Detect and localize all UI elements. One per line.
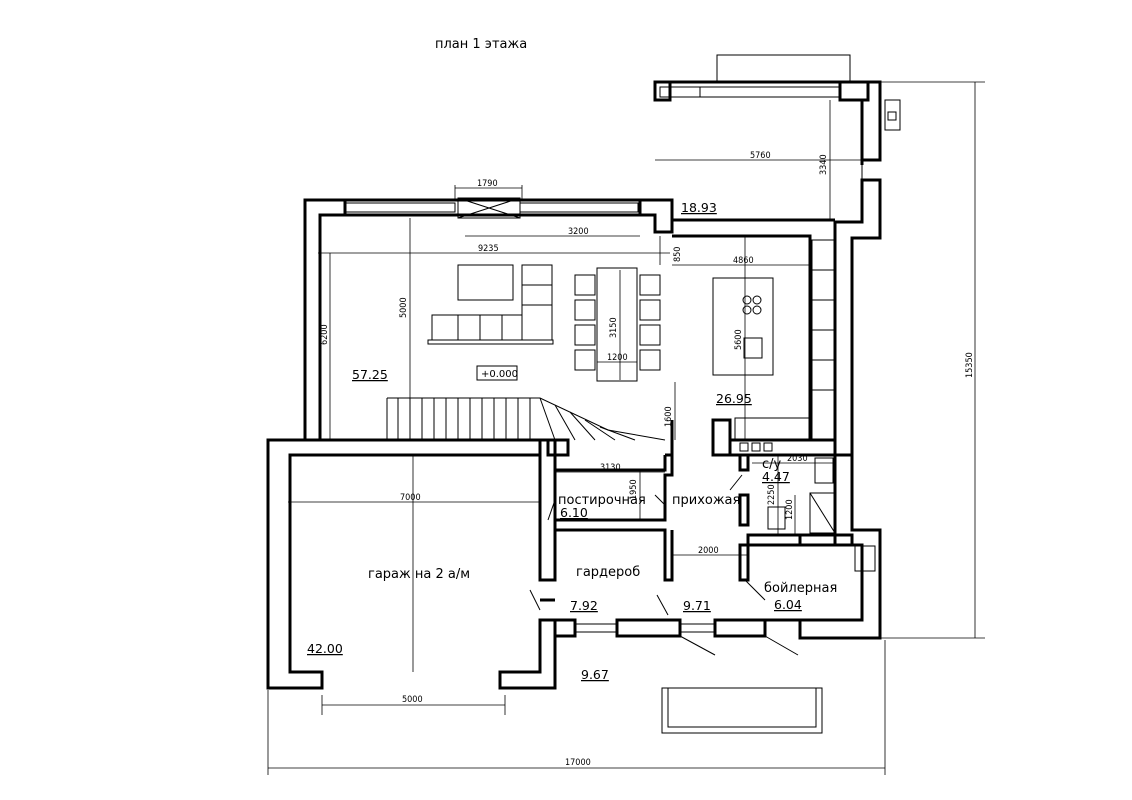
dim-1600: 1600 bbox=[664, 406, 674, 427]
room-labels: 57.25 26.95 18.93 гараж на 2 а/м 42.00 п… bbox=[307, 200, 837, 682]
dim-17000: 17000 bbox=[565, 758, 591, 768]
dim-5000-vertical: 5000 bbox=[399, 297, 409, 318]
dim-2000: 2000 bbox=[698, 546, 719, 556]
boiler-name: бойлерная bbox=[764, 581, 837, 596]
laundry-name: постирочная bbox=[558, 493, 646, 508]
dim-1950: 1950 bbox=[629, 479, 639, 500]
dim-6200: 6200 bbox=[320, 324, 330, 345]
furniture bbox=[386, 86, 876, 572]
dim-15350: 15350 bbox=[965, 352, 975, 378]
dimension-lines bbox=[267, 81, 985, 775]
laundry-area: 6.10 bbox=[560, 505, 588, 520]
dim-1200-dining: 1200 bbox=[607, 353, 628, 363]
hall-name: прихожая bbox=[672, 493, 740, 508]
dim-1790: 1790 bbox=[477, 179, 498, 189]
dim-5600: 5600 bbox=[734, 329, 744, 350]
dimension-labels: 1790 3200 9235 850 4860 5760 3340 6200 5… bbox=[320, 151, 975, 768]
bathroom-name: с/у bbox=[762, 457, 782, 472]
dim-7000: 7000 bbox=[400, 493, 421, 503]
plan-title: план 1 этажа bbox=[435, 37, 527, 52]
hall-area: 9.71 bbox=[683, 598, 711, 613]
dim-2250: 2250 bbox=[767, 484, 777, 505]
dim-1200-bath: 1200 bbox=[785, 499, 795, 520]
wardrobe-area: 7.92 bbox=[570, 598, 598, 613]
dim-5760: 5760 bbox=[750, 151, 771, 161]
dim-5000-horizontal: 5000 bbox=[402, 695, 423, 705]
dim-3200: 3200 bbox=[568, 227, 589, 237]
dim-3150: 3150 bbox=[609, 317, 619, 338]
garage-name: гараж на 2 а/м bbox=[368, 567, 470, 582]
level-mark-text: +0.000 bbox=[481, 369, 518, 380]
dim-9235: 9235 bbox=[478, 244, 499, 254]
living-area: 57.25 bbox=[352, 367, 388, 382]
dim-850: 850 bbox=[673, 247, 683, 262]
kitchen-area: 26.95 bbox=[716, 391, 752, 406]
wardrobe-name: гардероб bbox=[576, 565, 640, 580]
windows bbox=[319, 54, 901, 734]
garage-area: 42.00 bbox=[307, 641, 343, 656]
boiler-area: 6.04 bbox=[774, 597, 802, 612]
inner-walls bbox=[546, 420, 854, 582]
porch-area: 9.67 bbox=[581, 667, 609, 682]
level-mark: +0.000 bbox=[476, 365, 518, 381]
dim-3130: 3130 bbox=[600, 463, 621, 473]
dim-3340: 3340 bbox=[819, 154, 829, 175]
bathroom-area: 4.47 bbox=[762, 469, 790, 484]
terrace-area: 18.93 bbox=[681, 200, 717, 215]
dim-2030: 2030 bbox=[787, 454, 808, 464]
doors bbox=[529, 474, 799, 656]
dim-4860: 4860 bbox=[733, 256, 754, 266]
